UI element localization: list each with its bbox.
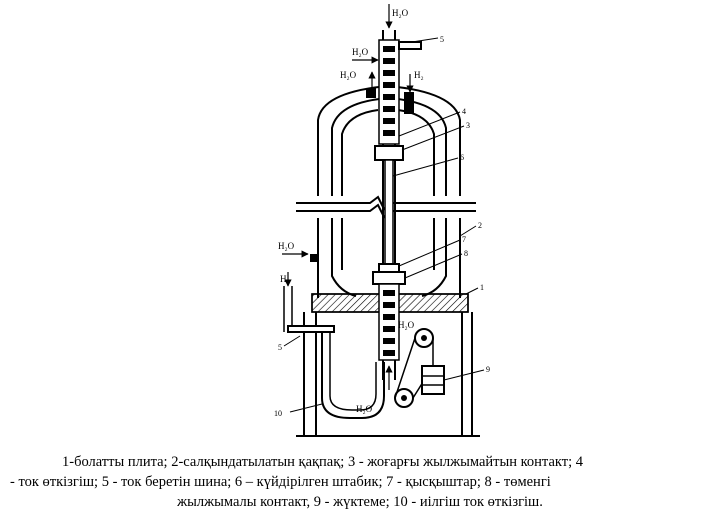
- label-num-6: 6: [460, 153, 464, 162]
- lower-movable-contact: [372, 271, 406, 285]
- caption-line-2: - ток өткізгіш; 5 - ток беретін шина; 6 …: [10, 474, 551, 490]
- hood-liner-upper: [341, 109, 379, 196]
- upper-fixed-contact: [374, 145, 404, 161]
- label-h2o-side: H₂O: [278, 241, 295, 251]
- label-num-3: 3: [466, 121, 470, 130]
- label-num-4: 4: [462, 107, 466, 116]
- label-num-8: 8: [464, 249, 468, 258]
- label-num-10: 10: [274, 409, 282, 418]
- hood-liner-upper-r: [397, 109, 435, 196]
- caption-line-3: жылжымалы контакт, 9 - жүктеме; 10 - иіл…: [177, 494, 543, 510]
- figure-caption: 1-болатты плита; 2-салқындатылатын қақпа…: [10, 452, 710, 512]
- label-num-5-top: 5: [440, 35, 444, 44]
- left-bus-bar: [287, 325, 335, 333]
- label-num-2: 2: [478, 221, 482, 230]
- top-flange-right: [404, 92, 414, 114]
- break-line-bottom: [296, 203, 476, 219]
- label-h2o-lower: H₂O: [398, 320, 415, 330]
- label-h2o-top: H₂O: [392, 8, 409, 18]
- break-line-top: [296, 195, 476, 211]
- top-flange-left: [366, 88, 376, 98]
- label-num-5-left: 5: [278, 343, 282, 352]
- label-num-7: 7: [462, 235, 466, 244]
- label-num-1: 1: [480, 283, 484, 292]
- current-conductor: [378, 39, 400, 145]
- annealed-bar: [384, 159, 394, 271]
- load-weight: [421, 365, 445, 395]
- label-h2-top: H₂: [414, 70, 424, 80]
- caption-line-1: 1-болатты плита; 2-салқындатылатын қақпа…: [62, 454, 583, 470]
- frame-lower: [303, 312, 473, 436]
- top-bus-bar: [398, 41, 422, 50]
- flexible-conductor: [321, 332, 385, 419]
- label-num-9: 9: [486, 365, 490, 374]
- label-h2o-out: H₂O: [340, 70, 357, 80]
- label-h2-side: H₂: [280, 274, 290, 284]
- label-h2o-in-left: H₂O: [352, 47, 369, 57]
- furnace-schematic: H₂O H₂O H₂O H₂ H₂O H₂ H₂O H₂O 5 4 3 6 2 …: [274, 4, 490, 437]
- clamp: [378, 263, 400, 273]
- label-h2o-bottom: H₂O: [356, 404, 373, 414]
